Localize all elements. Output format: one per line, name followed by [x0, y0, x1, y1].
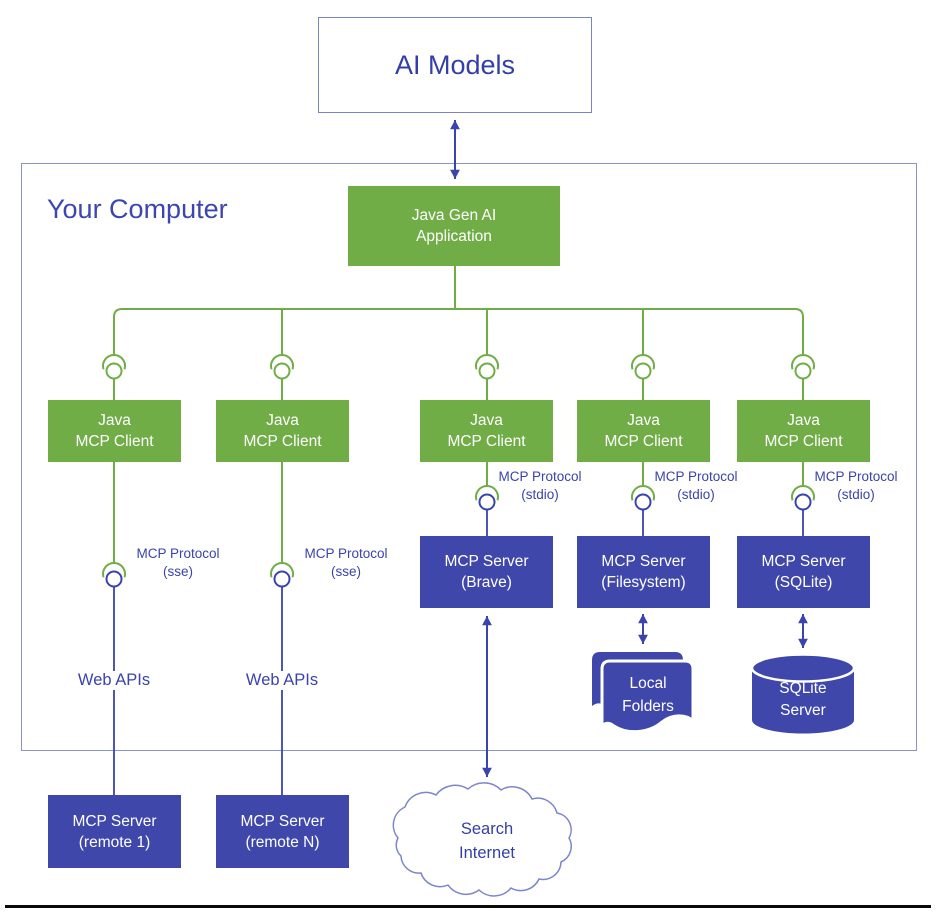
mcp-protocol-sse-label-1: MCP Protocol (sse)	[136, 546, 220, 579]
web-apis-label-2: Web APIs	[242, 671, 322, 690]
mcp-protocol-stdio-label-2: MCP Protocol (stdio)	[654, 469, 738, 502]
sqlite-server-shape	[750, 653, 856, 734]
mcp-server-remote-n-box: MCP Server (remote N)	[216, 795, 349, 868]
mcp-protocol-stdio-label-3: MCP Protocol (stdio)	[814, 469, 898, 502]
bottom-rule	[5, 905, 931, 908]
mcp-client-box-3: Java MCP Client	[420, 400, 553, 462]
double-arrow	[450, 120, 808, 777]
mcp-connector-icon	[102, 354, 815, 380]
mcp-protocol-stdio-label-1: MCP Protocol (stdio)	[498, 469, 582, 502]
mcp-client-box-4: Java MCP Client	[577, 400, 710, 462]
mcp-server-brave-box: MCP Server (Brave)	[420, 536, 553, 608]
your-computer-container	[21, 163, 917, 751]
search-internet-cloud	[392, 782, 572, 897]
your-computer-label: Your Computer	[47, 194, 228, 224]
connection-line	[113, 509, 804, 795]
local-folders-shape	[592, 652, 695, 734]
mcp-server-sqlite-box: MCP Server (SQLite)	[737, 536, 870, 608]
java-gen-ai-application-box: Java Gen AI Application	[348, 186, 560, 266]
mcp-protocol-sse-label-2: MCP Protocol (sse)	[304, 546, 388, 579]
mcp-server-remote-1-box: MCP Server (remote 1)	[48, 795, 181, 868]
local-folders-label: Local Folders	[622, 675, 674, 715]
mcp-client-box-2: Java MCP Client	[216, 400, 349, 462]
ai-models-label: AI Models	[394, 50, 516, 80]
green-branch-tree	[113, 266, 804, 563]
ai-models-box: AI Models	[318, 17, 592, 113]
search-internet-label: Search Internet	[459, 820, 515, 862]
mcp-client-box-5: Java MCP Client	[737, 400, 870, 462]
mcp-client-box-1: Java MCP Client	[48, 400, 181, 462]
web-apis-label-1: Web APIs	[74, 671, 154, 690]
sqlite-server-label: SQLite Server	[779, 680, 827, 719]
mcp-server-filesystem-box: MCP Server (Filesystem)	[577, 536, 710, 608]
